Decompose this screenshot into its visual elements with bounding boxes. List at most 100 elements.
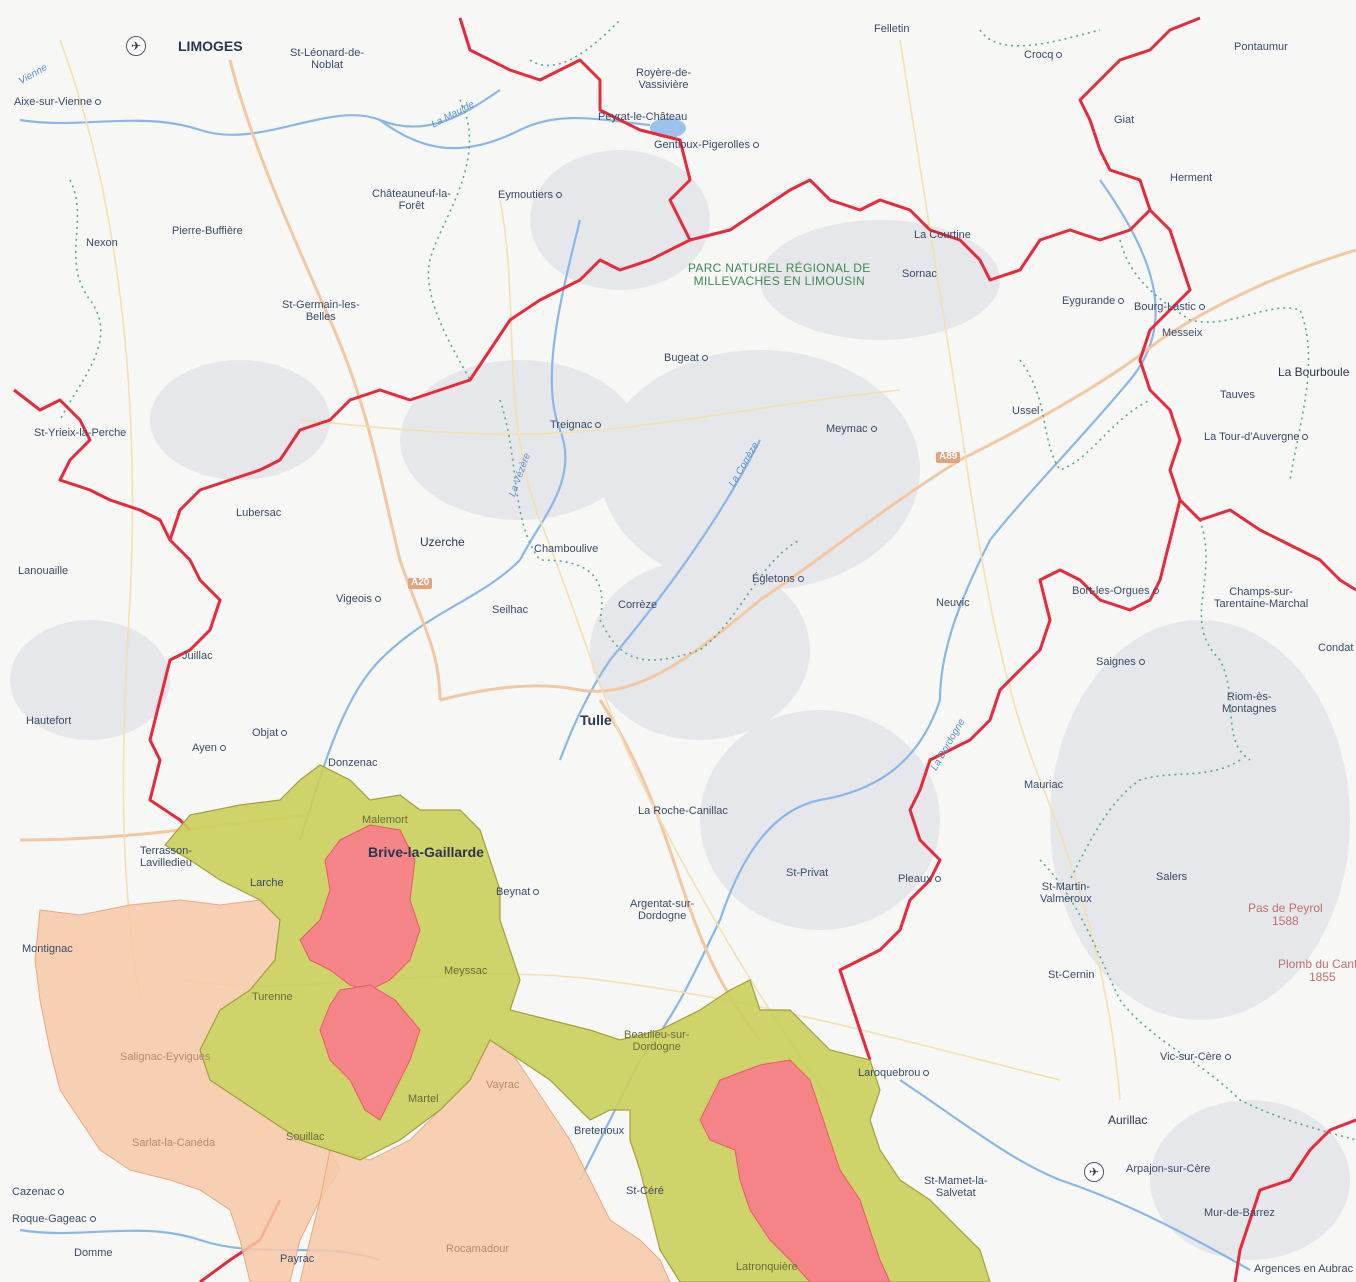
place-label[interactable]: Meyssac bbox=[444, 965, 488, 977]
place-label[interactable]: Objat bbox=[252, 727, 288, 740]
place-label[interactable]: St-Privat bbox=[786, 867, 829, 879]
place-label[interactable]: Treignac bbox=[550, 419, 602, 432]
place-label[interactable]: Cazenac bbox=[12, 1186, 65, 1199]
rivers bbox=[19, 89, 1251, 1271]
place-label[interactable]: Giat bbox=[1114, 114, 1135, 126]
place-label[interactable]: Hautefort bbox=[26, 715, 72, 727]
place-label[interactable]: Chamboulive bbox=[534, 543, 599, 555]
place-label[interactable]: Royère-de-Vassivière bbox=[636, 67, 692, 91]
place-label[interactable]: Beaulieu-sur-Dordogne bbox=[624, 1029, 690, 1053]
place-label[interactable]: Châteauneuf-la-Forêt bbox=[372, 188, 451, 212]
place-label[interactable]: La Roche-Canillac bbox=[638, 805, 728, 817]
place-label[interactable]: Gentioux-Pigerolles bbox=[654, 139, 759, 152]
place-label[interactable]: Terrasson-Lavilledieu bbox=[140, 845, 192, 869]
place-label[interactable]: St-Martin-Valmeroux bbox=[1040, 881, 1092, 905]
place-label[interactable]: Crocq bbox=[1024, 49, 1063, 62]
place-label[interactable]: Bretenoux bbox=[574, 1125, 625, 1137]
place-label[interactable]: Salers bbox=[1156, 871, 1188, 883]
place-label[interactable]: Domme bbox=[74, 1247, 113, 1259]
place-label[interactable]: St-Céré bbox=[626, 1185, 664, 1197]
place-label[interactable]: Peyrat-le-Château bbox=[598, 111, 688, 123]
peak-label: Pas de Peyrol 1588 bbox=[1248, 902, 1323, 927]
place-label[interactable]: St-Yrieix-la-Perche bbox=[34, 427, 127, 439]
place-label[interactable]: LIMOGES bbox=[178, 38, 243, 54]
place-label[interactable]: Payrac bbox=[280, 1253, 315, 1265]
place-label[interactable]: Nexon bbox=[86, 237, 118, 249]
place-label[interactable]: Pleaux bbox=[898, 873, 941, 886]
place-label[interactable]: Meymac bbox=[826, 423, 877, 436]
place-label[interactable]: Herment bbox=[1170, 172, 1213, 184]
park-label-line1: PARC NATUREL RÉGIONAL DE bbox=[688, 261, 871, 275]
peak-height: 1588 bbox=[1272, 913, 1299, 928]
place-label[interactable]: Aurillac bbox=[1108, 1113, 1148, 1127]
lake-vassiviere bbox=[650, 118, 686, 138]
park-label-line2: MILLEVACHES EN LIMOUSIN bbox=[693, 273, 865, 288]
place-label[interactable]: Seilhac bbox=[492, 604, 529, 616]
place-label[interactable]: Ayen bbox=[192, 742, 226, 755]
place-label[interactable]: Lubersac bbox=[236, 507, 282, 519]
place-label[interactable]: Saignes bbox=[1096, 656, 1145, 669]
airport-icon: ✈ bbox=[126, 36, 146, 56]
road-shield: A89 bbox=[936, 451, 961, 463]
place-label[interactable]: Souillac bbox=[286, 1131, 325, 1143]
place-label[interactable]: Égletons bbox=[752, 573, 804, 586]
place-label[interactable]: Bugeat bbox=[664, 352, 708, 365]
place-label[interactable]: St-Cernin bbox=[1048, 969, 1095, 981]
place-label[interactable]: Donzenac bbox=[328, 757, 378, 769]
place-label[interactable]: Argences en Aubrac bbox=[1254, 1263, 1354, 1275]
place-label[interactable]: Brive-la-Gaillarde bbox=[368, 844, 484, 860]
place-label[interactable]: Juillac bbox=[182, 650, 213, 662]
place-label[interactable]: Tulle bbox=[580, 712, 612, 728]
place-label[interactable]: Rocamadour bbox=[446, 1243, 509, 1255]
place-label[interactable]: Aixe-sur-Vienne bbox=[14, 96, 102, 109]
place-label[interactable]: Pierre-Buffière bbox=[172, 225, 243, 237]
place-label[interactable]: Condat bbox=[1318, 642, 1354, 654]
place-label[interactable]: Vic-sur-Cère bbox=[1160, 1051, 1231, 1064]
place-label[interactable]: Corrèze bbox=[618, 599, 658, 611]
place-label[interactable]: Argentat-sur-Dordogne bbox=[630, 898, 695, 922]
place-label[interactable]: Felletin bbox=[874, 23, 910, 35]
relief-shading bbox=[10, 150, 1350, 1260]
place-label[interactable]: Sornac bbox=[902, 268, 937, 280]
place-label[interactable]: St-Germain-les-Belles bbox=[282, 299, 360, 323]
place-label[interactable]: Eymoutiers bbox=[498, 189, 563, 202]
place-label[interactable]: Larche bbox=[250, 877, 284, 889]
place-label[interactable]: Neuvic bbox=[936, 597, 970, 609]
place-label[interactable]: Martel bbox=[408, 1093, 439, 1105]
department-borders bbox=[59, 19, 1356, 1141]
place-label[interactable]: Eygurande bbox=[1062, 295, 1125, 308]
place-label[interactable]: Champs-sur-Tarentaine-Marchal bbox=[1214, 586, 1309, 610]
place-label[interactable]: Lanouaille bbox=[18, 565, 69, 577]
place-label[interactable]: Arpajon-sur-Cère bbox=[1126, 1163, 1211, 1175]
place-label[interactable]: Roque-Gageac bbox=[12, 1213, 96, 1226]
place-label[interactable]: La Tour-d'Auvergne bbox=[1204, 431, 1309, 444]
place-label[interactable]: Montignac bbox=[22, 943, 73, 955]
place-label[interactable]: Tauves bbox=[1220, 389, 1255, 401]
place-label[interactable]: Ussel bbox=[1012, 405, 1040, 417]
place-label[interactable]: Pontaumur bbox=[1234, 41, 1288, 53]
place-label[interactable]: Bourg-Lastic bbox=[1134, 301, 1205, 314]
place-label[interactable]: Messeix bbox=[1162, 327, 1203, 339]
place-label[interactable]: Laroquebrou bbox=[858, 1067, 930, 1080]
place-label[interactable]: Mauriac bbox=[1024, 779, 1064, 791]
place-label[interactable]: St-Mamet-la-Salvetat bbox=[924, 1175, 988, 1199]
place-label[interactable]: Riom-ès-Montagnes bbox=[1222, 691, 1277, 715]
airport-icon: ✈ bbox=[1084, 1162, 1104, 1182]
place-label[interactable]: Latronquière bbox=[736, 1261, 798, 1273]
place-label[interactable]: La Courtine bbox=[914, 229, 971, 241]
place-label[interactable]: Salignac-Eyvigues bbox=[120, 1051, 211, 1063]
place-label[interactable]: St-Léonard-de-Noblat bbox=[290, 47, 364, 71]
place-label[interactable]: Turenne bbox=[252, 991, 293, 1003]
peak-name: Plomb du Cantal bbox=[1278, 957, 1356, 971]
place-label[interactable]: La Bourboule bbox=[1278, 365, 1350, 379]
place-label[interactable]: Malemort bbox=[362, 814, 408, 826]
place-label[interactable]: Mur-de-Barrez bbox=[1204, 1207, 1275, 1219]
place-label[interactable]: Bort-les-Orgues bbox=[1072, 585, 1159, 598]
place-label[interactable]: Beynat bbox=[496, 886, 540, 899]
zone-red bbox=[299, 824, 891, 1282]
place-label[interactable]: Sarlat-la-Canéda bbox=[132, 1137, 216, 1149]
place-label[interactable]: Uzerche bbox=[420, 535, 465, 549]
place-label[interactable]: Vayrac bbox=[486, 1079, 520, 1091]
place-label[interactable]: Vigeois bbox=[336, 593, 381, 606]
